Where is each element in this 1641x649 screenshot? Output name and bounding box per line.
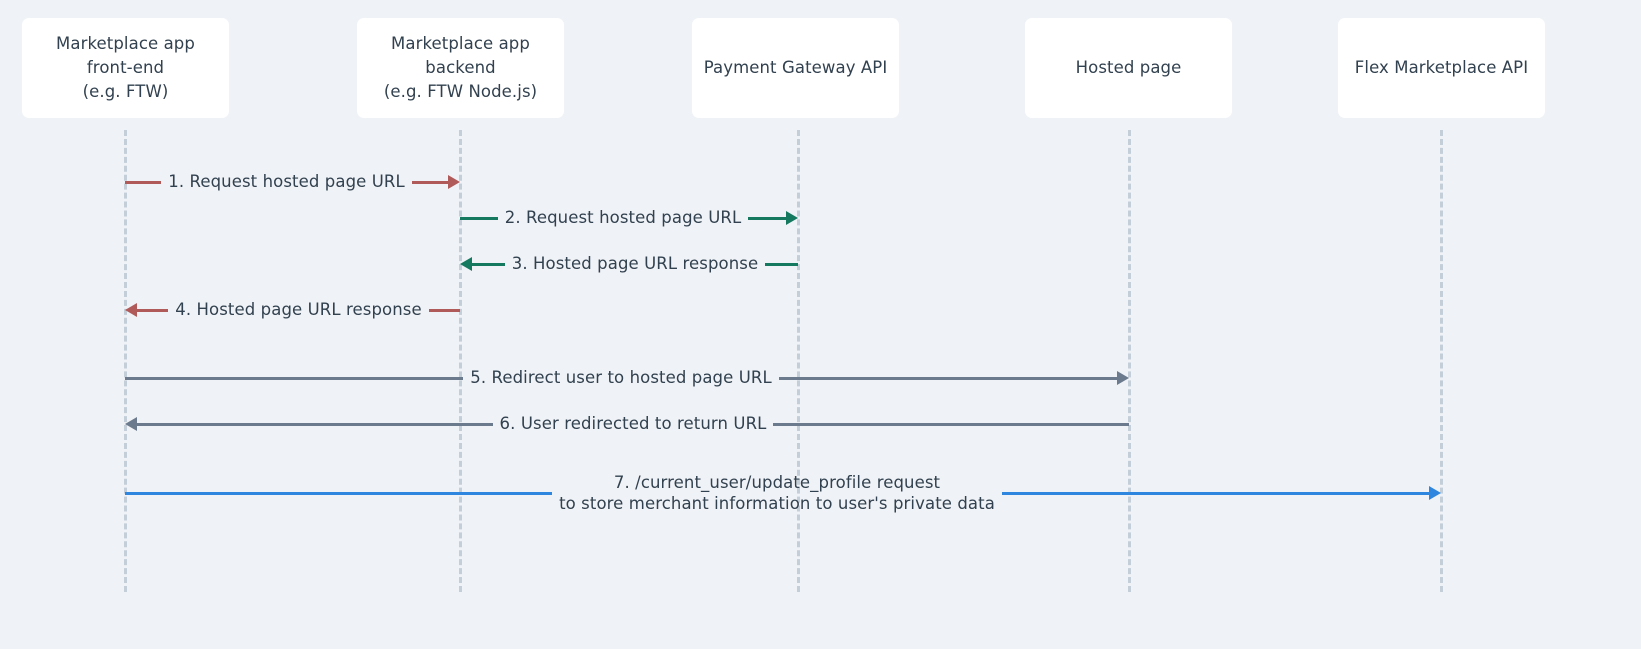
arrow-head-left-icon [460,257,472,271]
message-line-left [460,216,498,220]
message-line-right [1001,491,1429,495]
participant-label: Hosted page [1076,56,1182,80]
message-1: 1. Request hosted page URL [125,166,461,198]
message-line-left [137,308,169,312]
participant-box-gateway: Payment Gateway API [692,18,899,118]
message-6: 6. User redirected to return URL [125,408,1129,440]
arrow-head-right-icon [1429,486,1441,500]
participant-label-line: (e.g. FTW) [82,81,169,101]
arrow-head-right-icon [786,211,799,225]
message-label-line1: 3. Hosted page URL response [511,254,759,274]
message-label-line1: 7. /current_user/update_profile request [613,472,941,492]
message-label-1: 1. Request hosted page URL [161,171,412,192]
participant-label-line: (e.g. FTW Node.js) [383,81,538,101]
message-line-left [125,180,162,184]
message-label-line1: 4. Hosted page URL response [175,300,422,320]
message-label-line1: 2. Request hosted page URL [504,208,742,228]
participant-label: Flex Marketplace API [1355,56,1528,80]
message-line-left [472,262,505,266]
message-label-5: 5. Redirect user to hosted page URL [463,367,779,388]
participant-label-line: backend [425,58,496,78]
participant-box-flex: Flex Marketplace API [1338,18,1545,118]
participant-label-line: Payment Gateway API [703,58,888,78]
participant-label-line: Marketplace app [56,34,195,54]
message-4: 4. Hosted page URL response [125,294,461,326]
message-line-left [125,376,464,380]
arrow-head-left-icon [125,417,137,431]
message-2: 2. Request hosted page URL [460,202,799,234]
message-line-right [778,376,1117,380]
participant-label-line: Flex Marketplace API [1354,58,1529,78]
message-3: 3. Hosted page URL response [460,248,799,280]
participant-label-line: Hosted page [1075,58,1182,78]
message-line-right [411,180,449,184]
lifeline-flex [1440,130,1443,592]
message-7: 7. /current_user/update_profile request t… [125,473,1441,513]
lifeline-gateway [797,130,800,592]
message-label-line1: 1. Request hosted page URL [168,172,405,192]
participant-box-frontend: Marketplace app front-end (e.g. FTW) [22,18,229,118]
message-line-left [125,491,553,495]
message-label-2: 2. Request hosted page URL [498,207,749,228]
lifeline-backend [459,130,462,592]
message-line-right [428,308,461,312]
message-line-right [765,262,799,266]
arrow-head-right-icon [448,175,461,189]
message-label-6: 6. User redirected to return URL [493,413,774,434]
message-line-right [748,216,787,220]
message-label-3: 3. Hosted page URL response [505,253,766,274]
participant-label-line: front-end [86,58,165,78]
arrow-head-right-icon [1117,371,1129,385]
participant-box-backend: Marketplace app backend (e.g. FTW Node.js) [357,18,564,118]
participant-box-hosted: Hosted page [1025,18,1232,118]
message-5: 5. Redirect user to hosted page URL [125,362,1129,394]
message-line-right [773,422,1129,426]
lifeline-hosted [1128,130,1131,592]
message-label-line2: to store merchant information to user's … [559,494,995,513]
message-label-line1: 6. User redirected to return URL [499,414,767,434]
arrow-head-left-icon [125,303,137,317]
message-label-line1: 5. Redirect user to hosted page URL [470,368,772,388]
participant-label: Payment Gateway API [704,56,888,80]
participant-label-line: Marketplace app [391,34,530,54]
message-label-4: 4. Hosted page URL response [168,299,429,320]
participant-label: Marketplace app front-end (e.g. FTW) [56,32,195,104]
message-label-7: 7. /current_user/update_profile request t… [552,472,1002,515]
participant-label: Marketplace app backend (e.g. FTW Node.js) [384,32,537,104]
lifeline-frontend [124,130,127,592]
message-line-left [137,422,493,426]
